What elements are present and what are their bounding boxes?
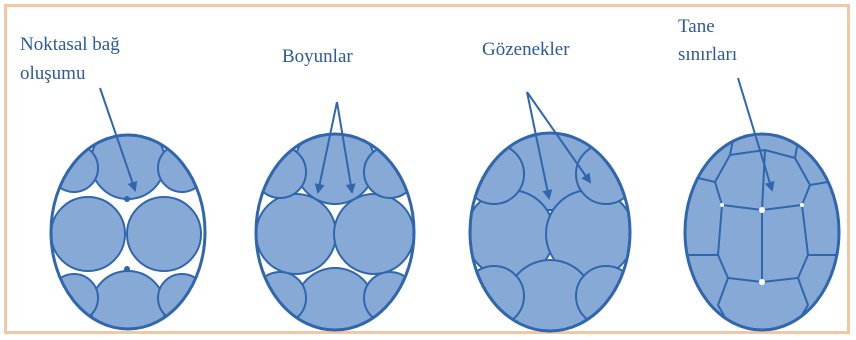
particle: [158, 144, 206, 192]
pore: [720, 203, 724, 207]
particle: [256, 194, 336, 274]
pore: [800, 203, 804, 207]
stage1-particle-cluster: [50, 125, 206, 340]
particle: [50, 144, 98, 192]
particle: [364, 146, 416, 198]
contact-point: [124, 266, 130, 272]
particle: [334, 194, 414, 274]
particle: [50, 274, 98, 322]
label-necks: Boyunlar: [282, 46, 353, 67]
particle: [51, 197, 125, 271]
particle: [295, 124, 375, 204]
particle: [364, 272, 416, 324]
particle: [464, 144, 524, 204]
particle: [127, 197, 201, 271]
pore: [759, 207, 765, 213]
particle: [464, 266, 524, 326]
label-point-bond-line2: oluşumu: [20, 63, 86, 84]
label-grain-boundaries-line1: Tane: [678, 16, 715, 37]
particle: [576, 266, 636, 326]
particle: [158, 274, 206, 322]
label-point-bond-line1: Noktasal bağ: [20, 34, 120, 55]
stage2-particle-cluster: [254, 124, 416, 340]
particle: [254, 146, 306, 198]
pore: [759, 279, 765, 285]
stage3-particle-cluster: [464, 122, 636, 340]
particle: [254, 272, 306, 324]
contact-point: [124, 196, 130, 202]
label-pores: Gözenekler: [482, 39, 570, 60]
label-grain-boundaries-line2: sınırları: [678, 44, 737, 65]
